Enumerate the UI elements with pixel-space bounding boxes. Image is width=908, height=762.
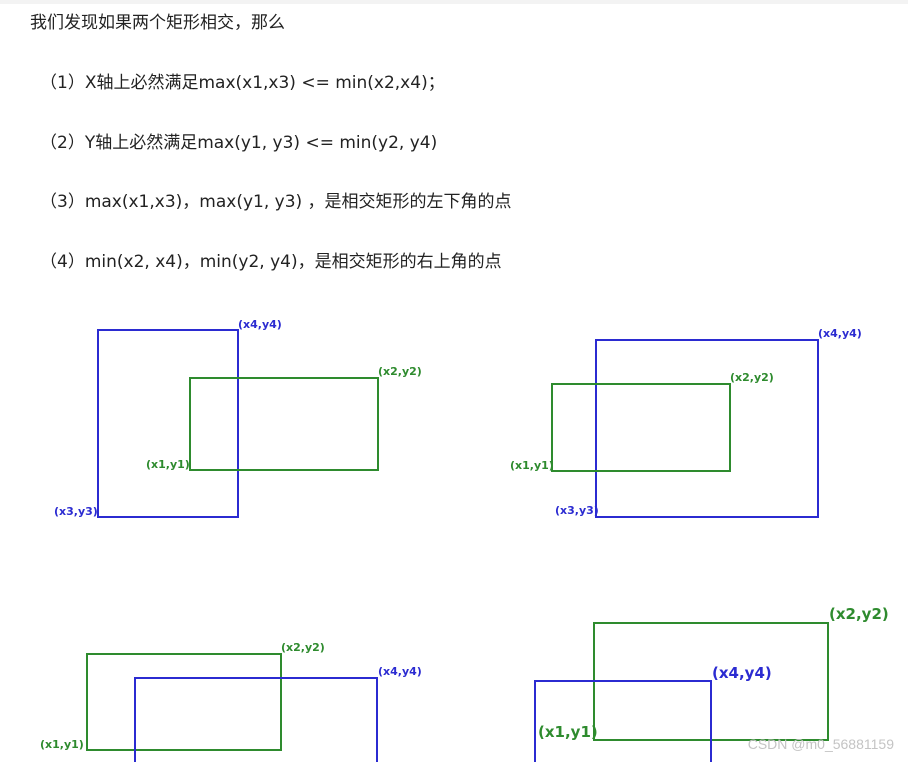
condition-1: （1）X轴上必然满足max(x1,x3) <= min(x2,x4)； [40,73,445,93]
condition-3: （3）max(x1,x3)，max(y1, y3) ，是相交矩形的左下角的点 [40,192,512,212]
top-strip [0,0,908,4]
fig2-label-x1y1: (x1,y1) [510,459,554,472]
fig2-label-x2y2: (x2,y2) [730,371,774,384]
fig2-blue-rect [595,339,819,518]
fig2-label-x3y3: (x3,y3) [555,504,599,517]
fig1-label-x2y2: (x2,y2) [378,365,422,378]
fig1-label-x1y1: (x1,y1) [146,458,190,471]
fig3-label-x2y2: (x2,y2) [281,641,325,654]
condition-2: （2）Y轴上必然满足max(y1, y3) <= min(y2, y4) [40,133,438,153]
fig3-blue-rect [134,677,378,762]
fig1-label-x4y4: (x4,y4) [238,318,282,331]
fig4-label-x2y2: (x2,y2) [829,605,889,623]
fig4-label-x1y1: (x1,y1) [538,723,598,741]
csdn-watermark: CSDN @m0_56881159 [747,736,894,752]
fig1-blue-rect [97,329,239,518]
fig1-label-x3y3: (x3,y3) [54,505,98,518]
fig2-label-x4y4: (x4,y4) [818,327,862,340]
fig4-label-x4y4: (x4,y4) [712,664,772,682]
figure-1: (x4,y4) (x2,y2) (x1,y1) (x3,y3) [54,318,422,518]
fig1-green-rect [189,377,379,471]
figure-3: (x2,y2) (x4,y4) (x1,y1) [40,641,422,762]
figure-2: (x4,y4) (x2,y2) (x1,y1) (x3,y3) [510,327,862,518]
fig4-blue-rect [534,680,712,762]
condition-4: （4）min(x2, x4)，min(y2, y4)，是相交矩形的右上角的点 [40,252,502,272]
intro-text: 我们发现如果两个矩形相交，那么 [30,13,285,33]
fig3-green-rect [86,653,282,751]
figure-4: (x2,y2) (x4,y4) (x1,y1) [534,605,889,762]
fig3-label-x4y4: (x4,y4) [378,665,422,678]
fig2-green-rect [551,383,731,472]
fig3-label-x1y1: (x1,y1) [40,738,84,751]
